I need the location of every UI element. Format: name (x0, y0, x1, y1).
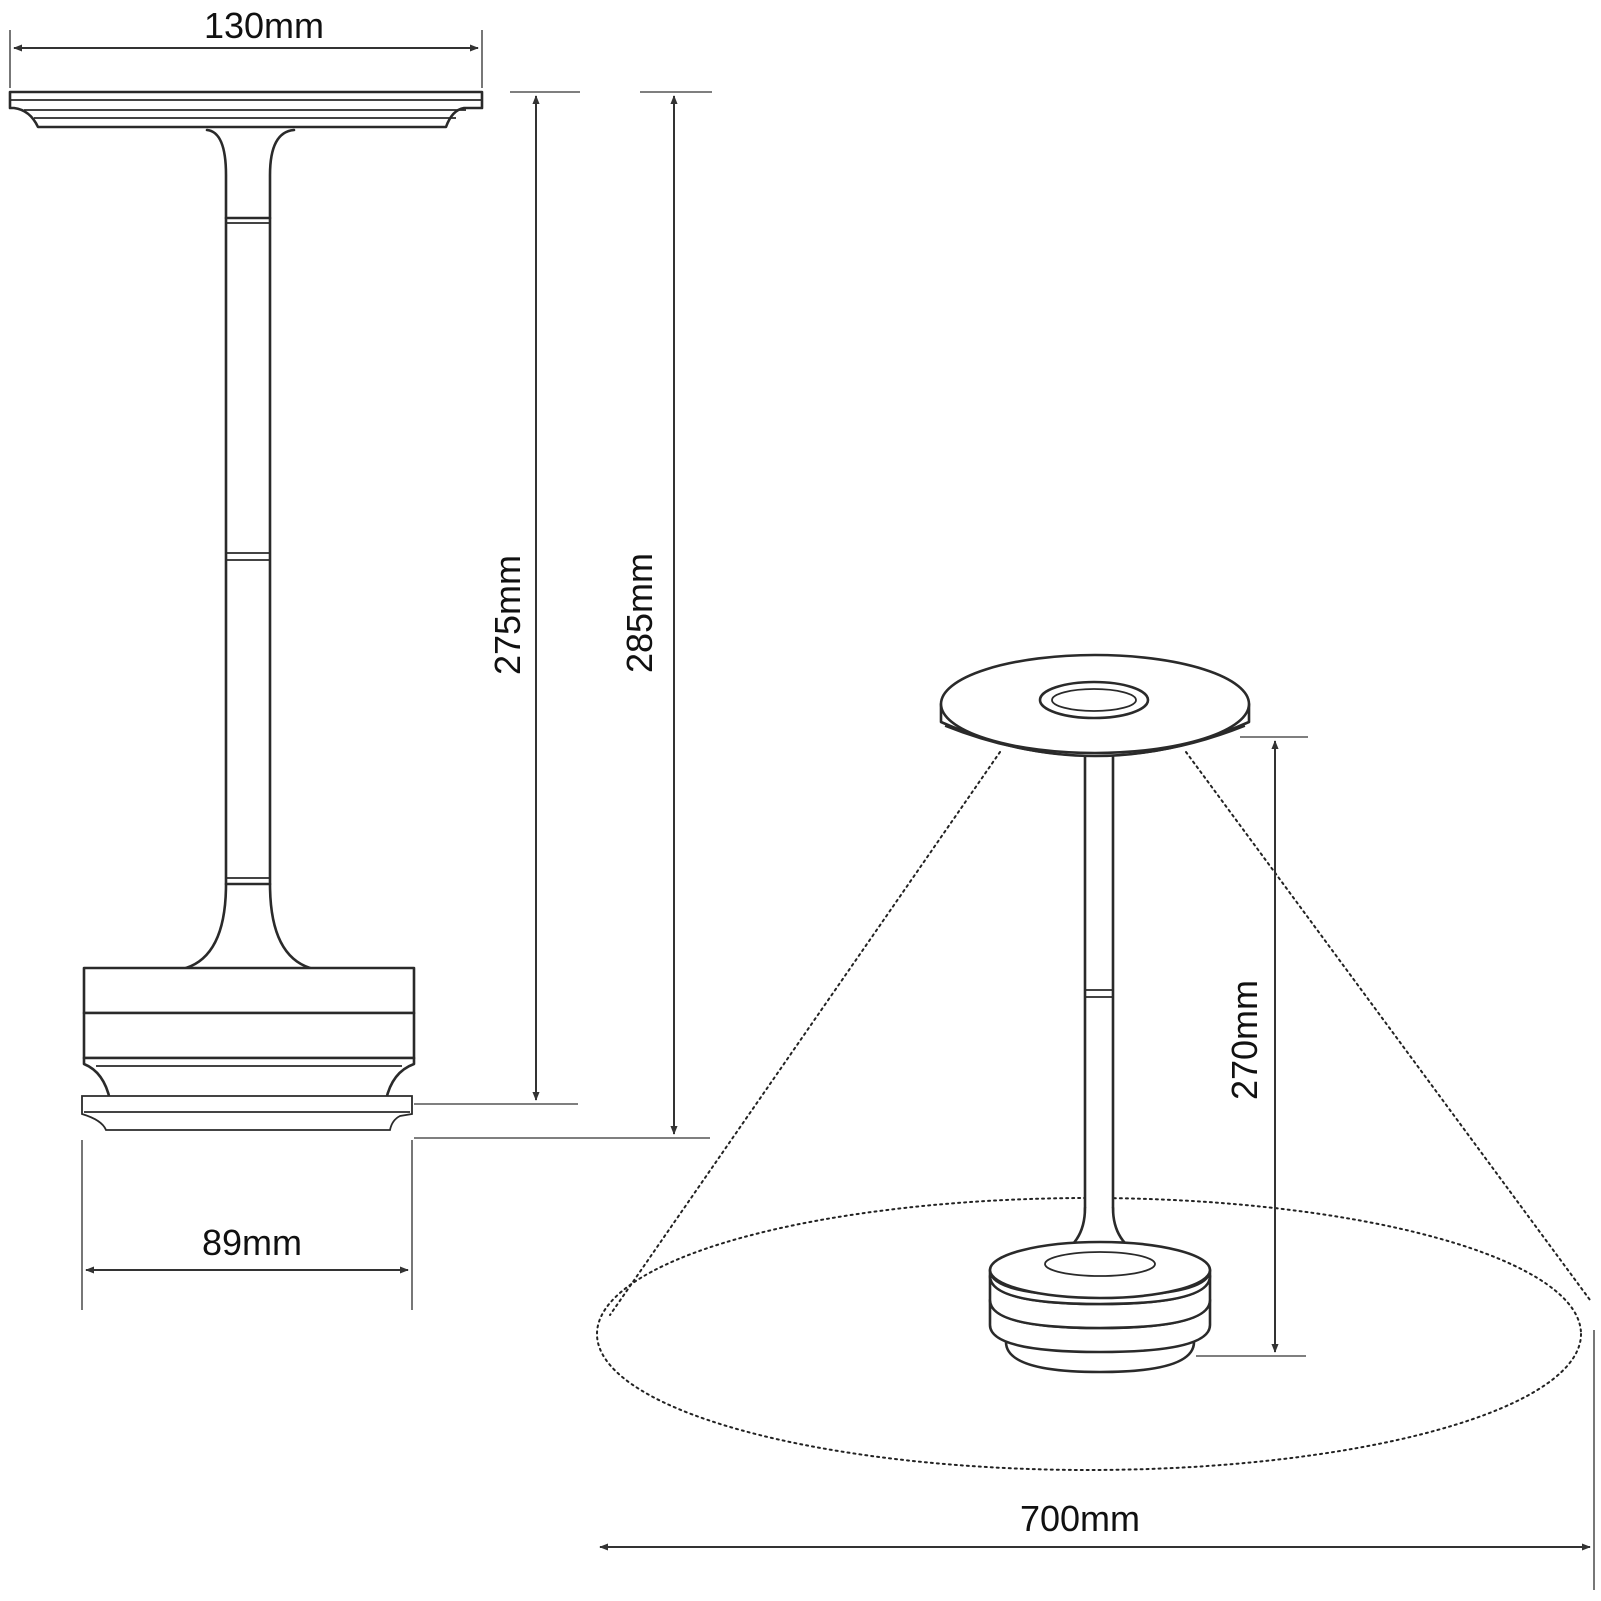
dim-base-width: 89mm (81, 1140, 413, 1310)
dim-height-body: 275mm (414, 91, 580, 1105)
dim-height-body-label: 275mm (487, 555, 528, 675)
dim-light-diameter-label: 700mm (1020, 1498, 1140, 1539)
perspective-head (939, 653, 1251, 758)
perspective-stem (1050, 746, 1150, 1260)
dim-top-width: 130mm (9, 5, 483, 88)
dim-top-width-label: 130mm (204, 5, 324, 46)
lamp-stem (184, 128, 312, 970)
dim-light-height: 270mm (1196, 736, 1308, 1357)
dim-light-height-label: 270mm (1224, 980, 1265, 1100)
dim-light-diameter: 700mm (599, 1330, 1595, 1590)
perspective-view-lamp (596, 653, 1591, 1471)
side-view-lamp (8, 90, 484, 1131)
dim-height-total: 285mm (414, 91, 712, 1139)
dim-base-width-label: 89mm (202, 1222, 302, 1263)
lamp-base (81, 966, 416, 1131)
lamp-head (8, 90, 484, 129)
dim-height-total-label: 285mm (619, 553, 660, 673)
perspective-base (988, 1240, 1212, 1374)
